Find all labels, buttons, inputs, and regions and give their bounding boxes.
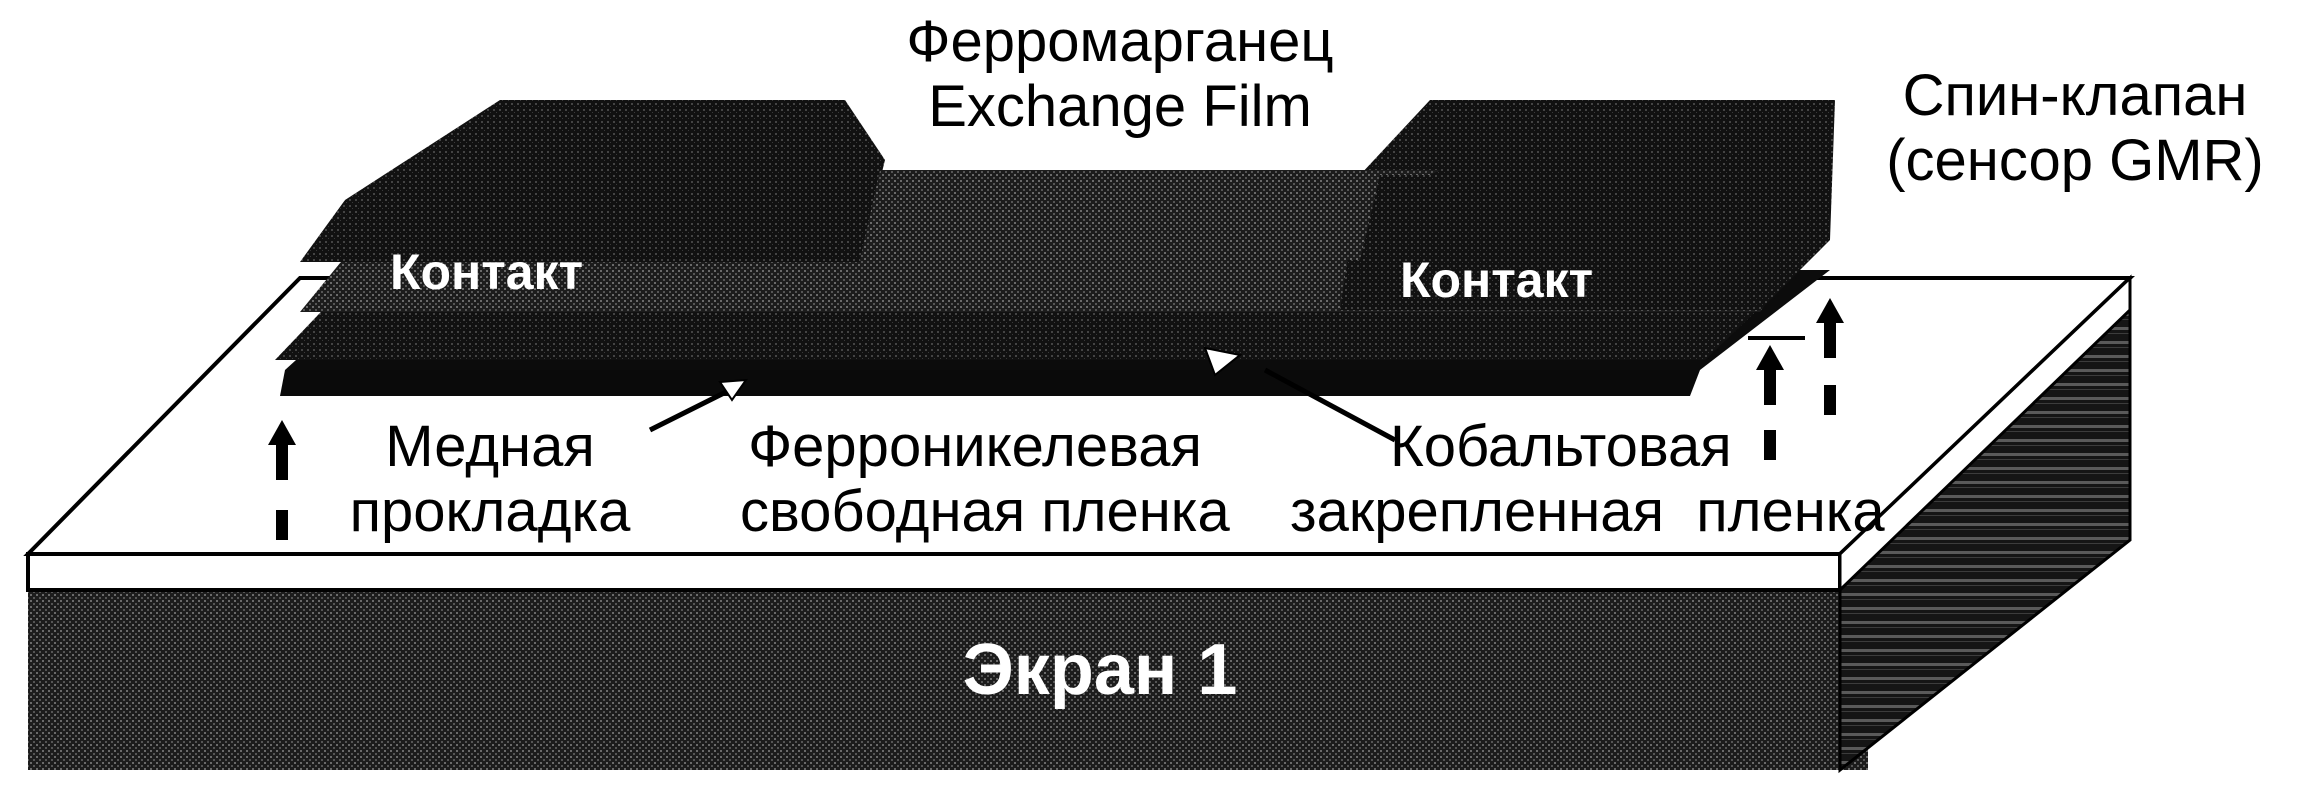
- arrow-left-up: [268, 420, 296, 540]
- pinned-film-label: Кобальтовая закрепленная пленка: [1290, 414, 1885, 545]
- copper-leader-line: [648, 382, 742, 433]
- pinned-film-line1: Кобальтовая: [1390, 414, 1732, 479]
- shield-right-edge: [1838, 274, 2132, 594]
- free-film-label: Ферроникелевая свободная пленка: [740, 414, 1230, 545]
- arrow-right-pinned: [1756, 345, 1784, 460]
- free-arrowhead: [1203, 346, 1243, 377]
- contact-left-label: Контакт: [390, 244, 584, 300]
- shield-front-face: [28, 590, 1868, 770]
- copper-spacer-label: Медная прокладка: [300, 414, 680, 545]
- free-film-line1: Ферроникелевая: [748, 414, 1202, 479]
- contact-right-shape: [1340, 100, 1835, 310]
- title-line2: Exchange Film: [928, 73, 1312, 139]
- free-film-layer: [280, 370, 1700, 396]
- title-line1: Ферромарганец: [906, 9, 1334, 74]
- pinned-film-line2: закрепленная пленка: [1290, 478, 1885, 544]
- copper-arrowhead: [718, 378, 749, 402]
- spin-valve-line2: (сенсор GMR): [1886, 127, 2264, 193]
- copper-spacer-line1: Медная: [385, 414, 595, 479]
- shield-label: Экран 1: [962, 630, 1238, 710]
- contact-left-shape: [300, 100, 885, 262]
- spin-valve-line1: Спин-клапан: [1902, 63, 2248, 128]
- pinned-leader-line: [1263, 367, 1397, 443]
- free-film-line2: свободная пленка: [740, 478, 1230, 544]
- arrow-right-free: [1816, 298, 1844, 415]
- exchange-film-middle: [860, 170, 1440, 260]
- shield-front-top-band: [26, 552, 1842, 592]
- title-label: Ферромарганец Exchange Film: [840, 9, 1400, 140]
- copper-spacer-line2: прокладка: [349, 478, 631, 544]
- spin-valve-label: Спин-клапан (сенсор GMR): [1840, 63, 2310, 194]
- contact-right-label: Контакт: [1400, 252, 1594, 308]
